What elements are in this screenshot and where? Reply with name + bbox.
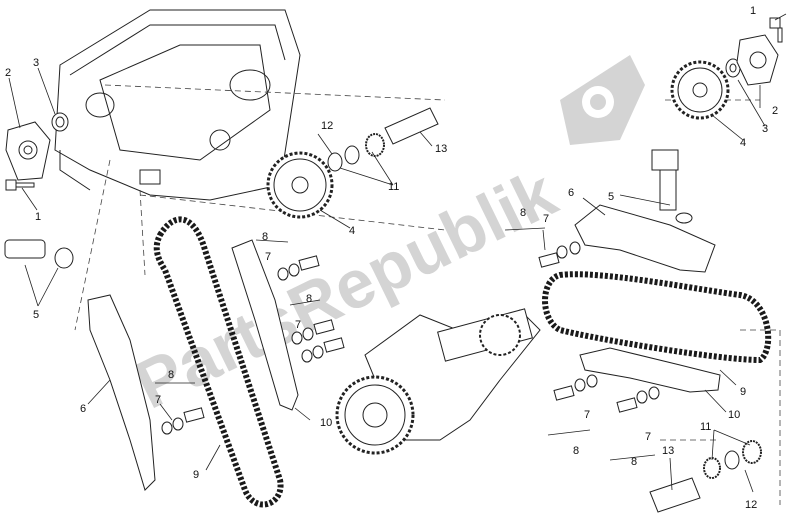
callout-2-left: 2: [5, 67, 11, 79]
timing-chain-left: [153, 216, 284, 508]
callout-7-left-low: 7: [155, 394, 161, 406]
callout-6-right: 6: [568, 187, 574, 199]
callout-8-right-top: 8: [520, 207, 526, 219]
timing-chain-right: [542, 271, 772, 364]
camshaft-sprocket-right: [670, 60, 730, 120]
tensioner-right: [651, 149, 693, 224]
chain-guide-left: [87, 294, 156, 491]
bearing-set-center: [327, 133, 385, 172]
callout-13-right: 13: [662, 445, 674, 457]
callout-8-left-top: 8: [262, 231, 268, 243]
callout-10-right: 10: [728, 409, 740, 421]
callout-11-center: 11: [388, 181, 399, 193]
callout-3-right: 3: [762, 123, 768, 135]
bolt-left: [5, 179, 35, 191]
bearing-set-right: [703, 440, 762, 479]
tensioner-rail-right: [579, 347, 721, 393]
tensioner-rail-left: [231, 239, 299, 411]
callout-13-center: 13: [435, 143, 447, 155]
camshaft-sprocket-center: [266, 151, 334, 219]
cover-plate-right: [736, 34, 779, 86]
tensioner-left: [4, 239, 74, 269]
callout-8-left-mid: 8: [306, 293, 312, 305]
callout-1-right: 1: [750, 5, 756, 17]
pin-right: [649, 477, 701, 513]
callout-9-left: 9: [193, 469, 199, 481]
callout-11-right: 11: [700, 421, 711, 433]
callout-5-left: 5: [33, 309, 39, 321]
cylinder-head: [54, 9, 301, 201]
callout-7-left-top: 7: [265, 251, 271, 263]
bolt-set-left: [161, 255, 345, 435]
gear-icon: [560, 55, 645, 145]
callout-4-right: 4: [740, 137, 746, 149]
callout-5-right: 5: [608, 191, 614, 203]
callout-8-right-b: 8: [631, 456, 637, 468]
cover-plate-left: [5, 121, 51, 181]
callout-9-right: 9: [740, 386, 746, 398]
callout-7-left-mid: 7: [295, 319, 301, 331]
callout-7-right-top: 7: [543, 213, 549, 225]
bolt-right: [769, 17, 783, 43]
callout-8-right-a: 8: [573, 445, 579, 457]
callout-labels: 1 2 3 1 5 6 7 8 7 8 7 8 9 10 12 11 4 13 …: [5, 5, 778, 511]
pin-center: [384, 107, 439, 145]
chain-guide-right: [574, 204, 716, 273]
callout-leaders: [8, 13, 787, 493]
callout-12-right: 12: [745, 499, 757, 511]
callout-7-right-b: 7: [645, 431, 651, 443]
callout-3-left: 3: [33, 57, 39, 69]
callout-12-center: 12: [321, 120, 333, 132]
callout-2-right: 2: [772, 105, 778, 117]
callout-7-right-a: 7: [584, 409, 590, 421]
callout-6-left: 6: [80, 403, 86, 415]
bolt-set-right: [538, 241, 660, 413]
crank-gear: [335, 375, 415, 455]
callout-1-left-bottom: 1: [35, 211, 41, 223]
callout-8-left-low: 8: [168, 369, 174, 381]
washer-left: [51, 112, 69, 132]
callout-4-center: 4: [349, 225, 355, 237]
callout-10-left: 10: [320, 417, 332, 429]
washer-right: [725, 58, 741, 78]
